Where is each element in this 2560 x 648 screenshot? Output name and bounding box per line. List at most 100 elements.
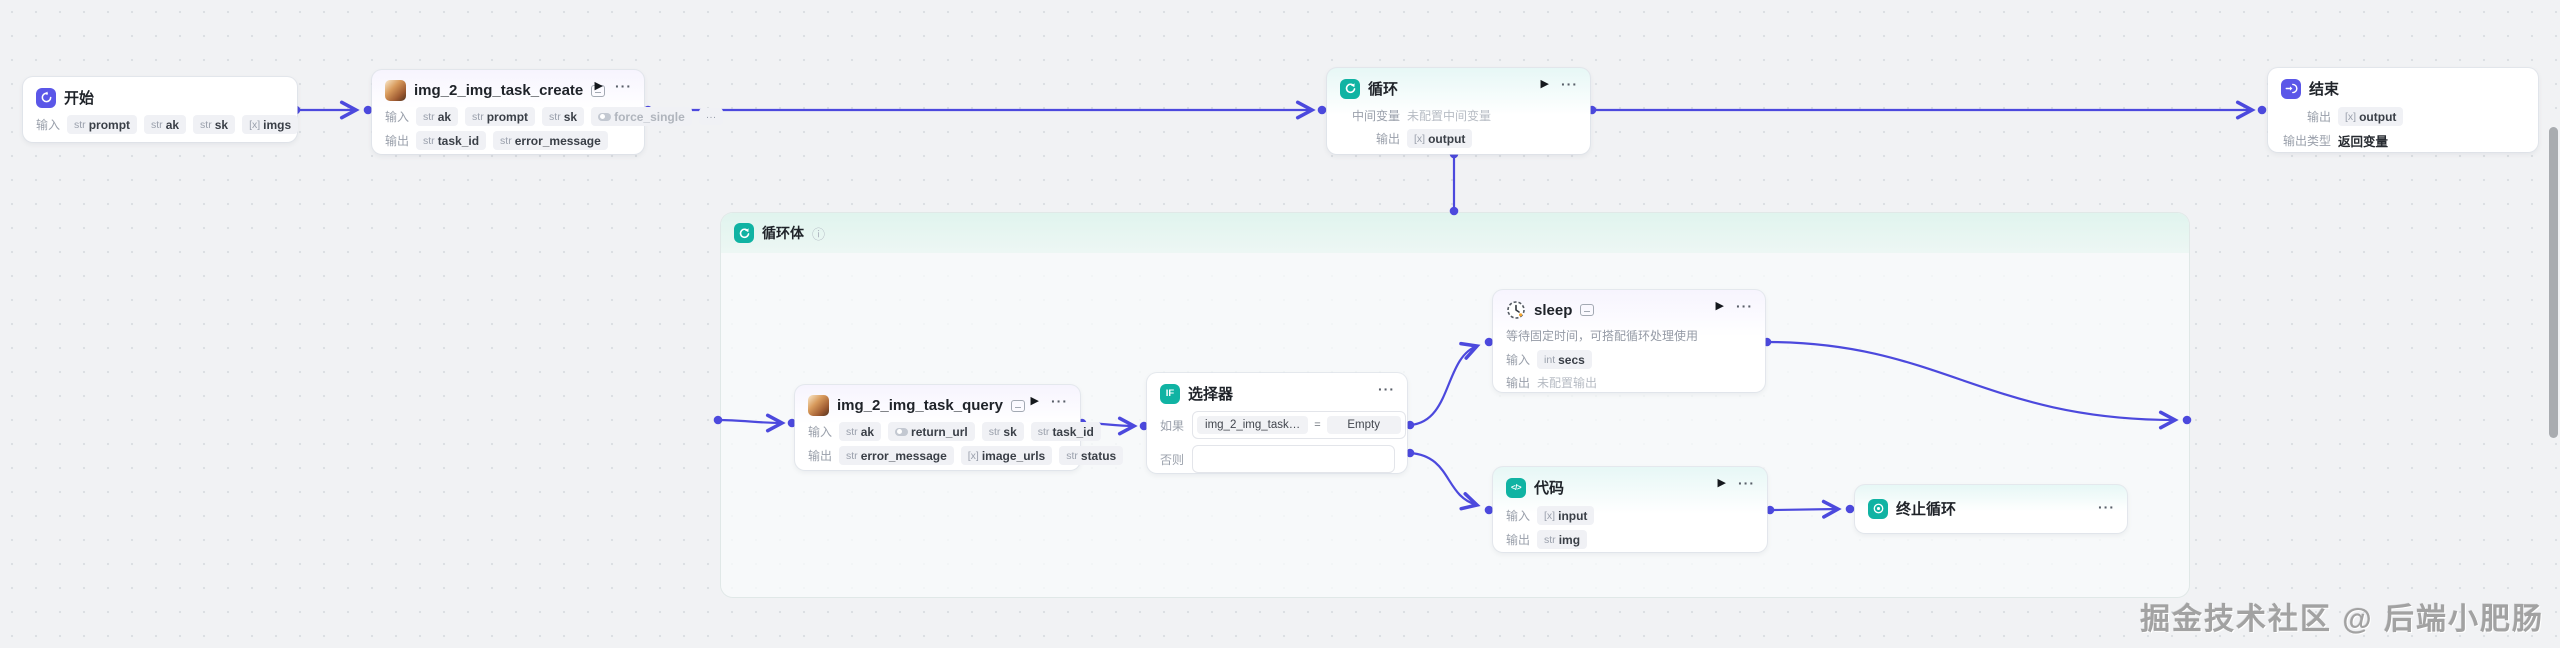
input-label: 输入 — [1506, 509, 1531, 523]
run-button[interactable]: ▶ — [594, 79, 603, 92]
loop-icon — [1340, 78, 1360, 99]
output-label: 输出 — [385, 134, 410, 148]
node-header: </> 代码 ▶ ··· — [1493, 467, 1767, 498]
param-name: sk — [563, 109, 578, 124]
more-button[interactable]: ··· — [1736, 298, 1753, 314]
intermediate-var-value: 未配置中间变量 — [1407, 109, 1492, 123]
input-label: 输入 — [1506, 353, 1531, 367]
param-pill-boolean: return_url — [888, 422, 975, 441]
plugin-avatar — [385, 80, 406, 101]
run-button[interactable]: ▶ — [1715, 299, 1724, 312]
param-pill: [x]input — [1537, 506, 1595, 525]
param-name: output — [1428, 131, 1466, 146]
node-header: sleep ▶ ··· — [1493, 290, 1765, 320]
more-button[interactable]: ··· — [1561, 76, 1578, 92]
param-name: input — [1558, 508, 1588, 523]
boolean-type-icon — [598, 112, 612, 121]
run-button[interactable]: ▶ — [1540, 77, 1549, 90]
param-name: prompt — [486, 109, 529, 124]
output-label: 输出 — [2306, 110, 2331, 124]
param-name: ak — [165, 117, 180, 132]
type-label: str — [423, 110, 435, 123]
param-name: status — [1080, 448, 1117, 463]
param-name: task_id — [437, 133, 480, 148]
run-button[interactable]: ▶ — [1717, 476, 1726, 489]
more-button[interactable]: ··· — [2098, 499, 2115, 515]
output-label: 输出 — [1506, 376, 1531, 390]
end-icon — [2281, 78, 2301, 99]
node-header: 循环 ▶ ··· — [1327, 68, 1590, 99]
more-button[interactable]: ··· — [1378, 381, 1395, 397]
type-label: str — [549, 110, 561, 123]
input-label: 输入 — [385, 110, 410, 124]
if-icon: IF — [1160, 383, 1180, 404]
overflow-pill[interactable]: ··· — [698, 108, 724, 125]
type-label: str — [846, 449, 858, 462]
plugin-badge-icon — [1010, 399, 1025, 412]
if-condition-box[interactable]: img_2_img_task… = Empty — [1192, 411, 1406, 439]
param-name: output — [2359, 109, 2397, 124]
type-label: str — [500, 134, 512, 147]
node-title: img_2_img_task_query — [837, 397, 1003, 414]
else-condition-box[interactable] — [1192, 445, 1395, 473]
run-button[interactable]: ▶ — [1030, 394, 1039, 407]
param-name: sk — [214, 117, 229, 132]
type-label: str — [472, 110, 484, 123]
intermediate-var-label: 中间变量 — [1351, 109, 1400, 123]
type-label: int — [1544, 353, 1556, 366]
condition-right-operand[interactable]: Empty — [1326, 416, 1401, 434]
no-output-value: 未配置输出 — [1537, 376, 1598, 390]
array-type-icon: [x] — [967, 449, 979, 462]
more-button[interactable]: ··· — [1738, 475, 1755, 491]
condition-operator[interactable]: = — [1314, 419, 1321, 431]
more-button[interactable]: ··· — [1051, 393, 1068, 409]
node-loop[interactable]: 循环 ▶ ··· 中间变量 未配置中间变量 输出 [x]output — [1327, 68, 1590, 154]
param-name: prompt — [88, 117, 131, 132]
more-button[interactable]: ··· — [615, 78, 632, 94]
code-icon: </> — [1506, 477, 1526, 498]
loop-body-header: 循环体 ⓘ — [721, 213, 2189, 253]
input-label: 输入 — [808, 425, 833, 439]
node-end[interactable]: 结束 输出 [x]output 输出类型 返回变量 — [2268, 68, 2538, 152]
type-label: str — [74, 118, 86, 131]
param-name: error_message — [514, 133, 601, 148]
output-label: 输出 — [1506, 533, 1531, 547]
node-title: 代码 — [1534, 480, 1565, 497]
node-terminate-loop[interactable]: 终止循环 ··· — [1855, 485, 2127, 533]
node-title: sleep — [1534, 301, 1573, 319]
loop-body-title: 循环体 — [762, 225, 804, 241]
type-label: str — [988, 425, 1001, 438]
type-label: str — [151, 118, 163, 131]
param-name: task_id — [1052, 424, 1094, 439]
node-header: IF 选择器 ··· — [1147, 373, 1407, 404]
vertical-scrollbar[interactable] — [2549, 127, 2558, 438]
output-label: 输出 — [1375, 132, 1400, 146]
param-pill: [x]output — [1407, 129, 1473, 148]
node-header: img_2_img_task_create ▶ ··· — [372, 70, 644, 101]
type-label: str — [200, 118, 212, 131]
node-selector[interactable]: IF 选择器 ··· 如果 img_2_img_task… = Empty 否则 — [1147, 373, 1407, 473]
if-label: 如果 — [1160, 418, 1185, 433]
type-label: str — [1037, 425, 1050, 438]
node-title: 选择器 — [1188, 386, 1234, 403]
node-description: 等待固定时间，可搭配循环处理使用 — [1506, 329, 1699, 343]
param-name: sk — [1003, 424, 1017, 439]
condition-left-operand[interactable]: img_2_img_task… — [1197, 416, 1309, 434]
node-header: img_2_img_task_query ▶ ··· — [795, 385, 1080, 416]
info-icon[interactable]: ⓘ — [812, 226, 826, 242]
node-header: 终止循环 ··· — [1855, 485, 2127, 519]
